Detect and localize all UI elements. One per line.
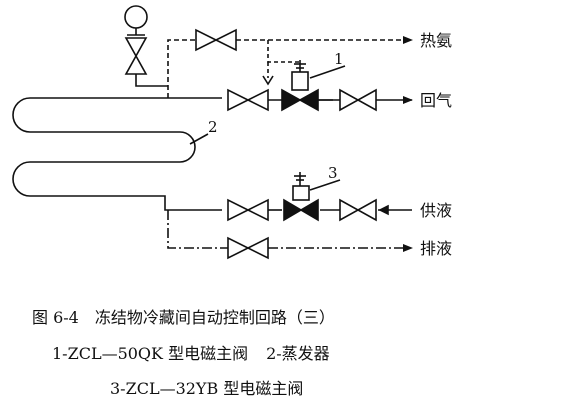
figure-title: 图 6-4 冻结物冷藏间自动控制回路（三） (32, 308, 335, 327)
gauge-icon (124, 5, 148, 29)
solenoid-1-actuator (291, 71, 309, 91)
drain-line (167, 210, 228, 249)
regulator-to-coil (135, 74, 168, 87)
callout-1: 1 (334, 50, 344, 68)
legend-line-1: 1-ZCL—50QK 型电磁主阀 2-蒸发器 (0, 340, 562, 364)
control-circuit-diagram: 热氨 回气 供液 排液 1 2 3 (12, 5, 452, 260)
supply-arrow (378, 204, 389, 216)
main-solenoid-valve-3-icon (283, 198, 319, 222)
callout-3-leader (309, 179, 341, 191)
supply-stop-valve-2-icon (339, 198, 377, 222)
hot-gas-valve-icon (195, 28, 237, 52)
return-stop-valve-1-icon (227, 88, 269, 112)
legend-line-2: 3-ZCL—32YB 型电磁主阀 (0, 375, 562, 399)
callout-2-leader (189, 133, 209, 145)
supply-liquid-label: 供液 (420, 201, 452, 220)
supply-stop-valve-1-icon (227, 198, 269, 222)
pilot-line (267, 40, 300, 63)
main-solenoid-valve-1-icon (281, 88, 319, 112)
hot-gas-label: 热氨 (420, 31, 452, 50)
return-gas-label: 回气 (420, 91, 452, 110)
pilot-arrowhead (262, 75, 274, 86)
drain-liquid-label: 排液 (420, 239, 452, 258)
callout-3: 3 (328, 164, 338, 182)
evaporator-coil (12, 97, 222, 211)
callout-2: 2 (208, 118, 218, 136)
regulator-valve-icon (124, 37, 148, 75)
solenoid-3-actuator (292, 185, 310, 201)
legend-item-1: 1-ZCL—50QK 型电磁主阀 (52, 344, 249, 363)
return-stop-valve-2-icon (339, 88, 377, 112)
legend-item-3: 3-ZCL—32YB 型电磁主阀 (110, 379, 304, 398)
legend-item-2: 2-蒸发器 (266, 344, 330, 363)
drain-valve-icon (227, 236, 269, 260)
callout-1-leader (309, 65, 346, 79)
hot-gas-line (167, 39, 196, 98)
